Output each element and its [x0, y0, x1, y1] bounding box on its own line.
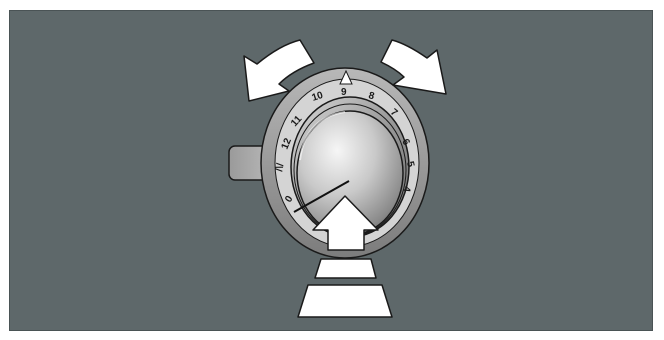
scale-label-8: 8 — [367, 90, 376, 102]
scale-label-12: 12 — [280, 136, 295, 151]
scale-label-4: 4 — [400, 186, 412, 193]
knob-pointer — [293, 180, 350, 213]
rotate-right-arrow-icon — [380, 39, 447, 95]
scale-label-off: /\/ — [274, 162, 286, 172]
scale-label-7: 7 — [388, 107, 400, 119]
scale-label-10: 10 — [311, 90, 325, 104]
rotate-left-arrow-icon — [243, 39, 315, 102]
push-bar-small — [314, 258, 377, 279]
triangle-marker-icon — [339, 69, 353, 85]
scale-label-6: 6 — [399, 137, 412, 147]
scale-label-9: 9 — [341, 87, 347, 98]
scale-label-5: 5 — [404, 160, 416, 168]
push-down-arrow-icon — [312, 195, 379, 251]
knob-highlight — [299, 111, 346, 161]
scale-label-0: 0 — [283, 194, 296, 205]
push-bar-large — [297, 284, 393, 318]
scale-labels: 0 /\/ 12 11 10 9 8 7 6 5 4 — [274, 87, 416, 205]
